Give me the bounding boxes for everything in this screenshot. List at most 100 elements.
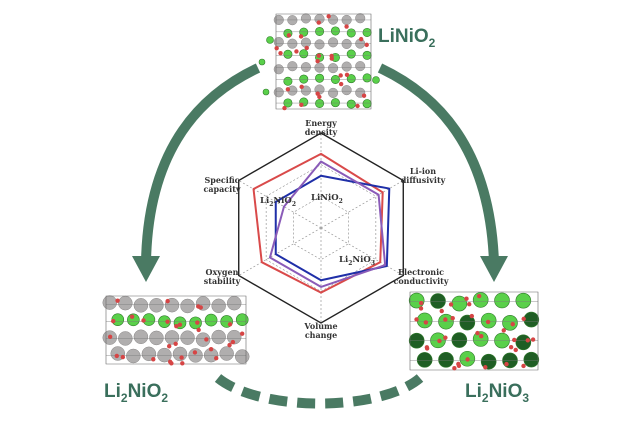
atom-ni (341, 38, 352, 49)
atom-o (316, 53, 322, 58)
atom-ni (180, 330, 195, 345)
atom-o (208, 347, 214, 352)
atom-o (364, 42, 369, 48)
atom-o (469, 313, 475, 319)
atom-o (274, 45, 279, 51)
atom-o (166, 344, 172, 349)
unit-cell-frame (275, 13, 372, 110)
atom-o (344, 72, 350, 78)
atom-li (315, 73, 325, 83)
crystal-structure-li2nio3 (408, 291, 540, 371)
atom-o (483, 365, 488, 370)
radar-spoke (238, 227, 322, 276)
atom-li (235, 313, 249, 327)
atom-o (174, 323, 179, 329)
atom-li (283, 49, 293, 59)
atom-li-free (258, 58, 266, 66)
atom-ni (133, 298, 149, 313)
atom-o (179, 355, 184, 360)
radar-series-li2nio2 (274, 174, 391, 282)
atom-o (239, 331, 245, 336)
atom-o (326, 14, 331, 19)
atom-ni (355, 13, 366, 24)
atom-li (283, 76, 293, 86)
atom-ni (328, 87, 339, 98)
atom-ni (195, 332, 211, 347)
atom-o (361, 93, 367, 98)
atom-o (465, 357, 470, 362)
atom-o (294, 49, 299, 54)
atom-li (362, 50, 372, 60)
legend-li2nio2: Li2NiO2 (260, 196, 296, 208)
atom-li (299, 74, 309, 84)
atom-o (298, 34, 304, 39)
atom-li-free (262, 88, 270, 96)
atom-ni (164, 330, 180, 345)
radar-series-li2nio3 (268, 160, 387, 288)
atom-li (346, 49, 356, 59)
atom-li (416, 312, 433, 329)
atom-o (439, 308, 444, 314)
atom-o (299, 102, 304, 108)
atom-o (169, 361, 174, 366)
atom-li (315, 98, 325, 108)
atom-o (467, 302, 472, 307)
atom-ni (341, 61, 352, 72)
atom-li (523, 351, 540, 368)
legend-li2nio3: Li2NiO3 (339, 255, 375, 267)
atom-ni (149, 330, 164, 346)
atom-li (346, 99, 356, 109)
atom-o (195, 320, 200, 325)
atom-o (510, 321, 515, 327)
atom-ni (149, 298, 164, 313)
atom-o (329, 56, 335, 61)
atom-li (523, 311, 540, 328)
atom-li (330, 98, 340, 108)
atom-li (408, 292, 425, 309)
atom-ni (328, 14, 339, 25)
atom-o (504, 361, 509, 367)
atom-o (141, 318, 146, 323)
atom-o (115, 298, 120, 303)
atom-o (521, 316, 526, 322)
atom-ni (355, 61, 366, 72)
atom-o (165, 298, 170, 304)
atom-o (450, 315, 455, 321)
atom-o (316, 20, 321, 25)
atom-li (459, 314, 476, 331)
atom-li (346, 74, 356, 84)
atom-ni (118, 295, 133, 311)
unit-cell-frame (105, 295, 247, 365)
atom-li-free (266, 36, 274, 44)
atom-o (196, 327, 201, 333)
atom-ni (273, 36, 284, 48)
atom-li (299, 27, 309, 37)
atom-li (416, 352, 433, 368)
atom-o (180, 361, 185, 366)
atom-li (494, 292, 510, 309)
arrow-linio2-to-li2nio3 (377, 63, 499, 263)
atom-o (286, 33, 292, 38)
atom-o (317, 94, 322, 100)
atom-o (338, 81, 344, 87)
atom-o (452, 366, 457, 371)
atom-o (282, 105, 287, 111)
atom-ni (219, 346, 234, 361)
atom-o (315, 58, 320, 64)
atom-li (502, 315, 518, 331)
radar-spoke (320, 180, 404, 229)
atom-li (299, 49, 309, 59)
atom-o (476, 293, 482, 299)
atom-o (129, 314, 135, 319)
label-li2nio2: Li2NiO2 (104, 381, 168, 405)
atom-o (344, 24, 349, 29)
atom-li (451, 332, 468, 348)
atom-o (414, 317, 419, 322)
atom-ni (341, 85, 352, 96)
atom-o (227, 342, 232, 348)
atom-o (479, 334, 484, 339)
